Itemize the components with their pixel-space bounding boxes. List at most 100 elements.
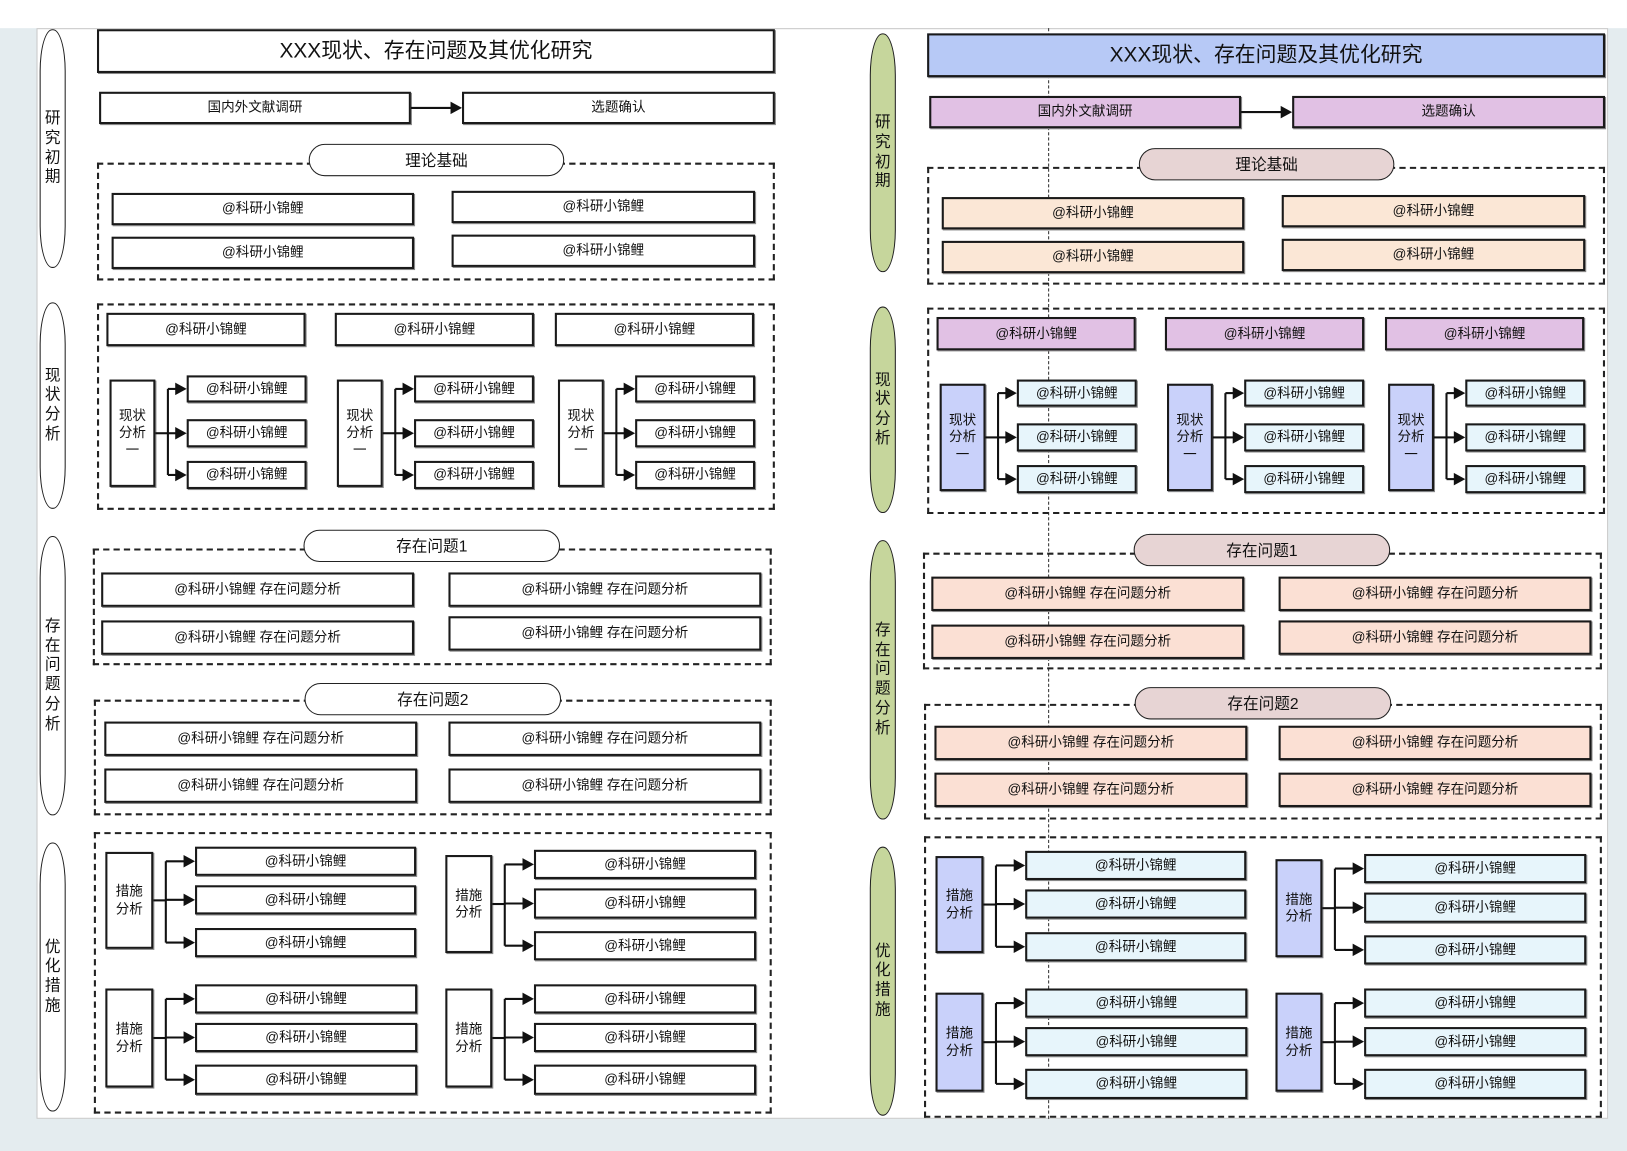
phase-label-0: 研究初期	[39, 29, 66, 268]
measure-item: @科研小锦鲤	[1025, 1068, 1248, 1100]
measure-item: @科研小锦鲤	[195, 885, 417, 915]
problem-item: @科研小锦鲤 存在问题分析	[448, 721, 762, 756]
status-analysis-box: 现状分析一	[557, 379, 604, 487]
theory-pill: 理论基础	[1138, 148, 1395, 181]
literature-survey-box-label: 国内外文献调研	[1037, 103, 1133, 120]
status-item-label: @科研小锦鲤	[1263, 470, 1345, 487]
literature-survey-box-label: 国内外文献调研	[207, 99, 303, 116]
measure-item-label: @科研小锦鲤	[1095, 994, 1178, 1011]
measure-analysis-box: 措施分析	[935, 856, 984, 954]
diagram-title: XXX现状、存在问题及其优化研究	[96, 29, 775, 73]
problem-item-label: @科研小锦鲤 存在问题分析	[1004, 585, 1172, 601]
measure-item: @科研小锦鲤	[1364, 1068, 1587, 1100]
status-item-label: @科研小锦鲤	[654, 424, 736, 441]
phase-label-3: 优化措施	[869, 846, 896, 1116]
problem-item-label: @科研小锦鲤 存在问题分析	[177, 730, 345, 746]
measure-item: @科研小锦鲤	[195, 928, 417, 958]
problem2-pill: 存在问题2	[304, 682, 562, 716]
measure-item: @科研小锦鲤	[1364, 935, 1587, 965]
measure-item-label: @科研小锦鲤	[604, 937, 686, 953]
status-analysis-box-label: 现状分析一	[118, 407, 147, 458]
problem-item: @科研小锦鲤 存在问题分析	[448, 768, 762, 803]
measure-item-label: @科研小锦鲤	[604, 1029, 686, 1045]
status-item: @科研小锦鲤	[414, 460, 534, 490]
measure-item-label: @科研小锦鲤	[1094, 856, 1177, 873]
measure-analysis-box: 措施分析	[935, 992, 984, 1092]
status-item: @科研小锦鲤	[1465, 465, 1586, 494]
measure-analysis-box: 措施分析	[105, 851, 154, 949]
problem-item: @科研小锦鲤 存在问题分析	[104, 721, 418, 756]
theory-item: @科研小锦鲤	[451, 190, 756, 224]
phase-label-3-label: 优化措施	[44, 937, 61, 1015]
problem-item: @科研小锦鲤 存在问题分析	[931, 624, 1245, 659]
status-header-box-label: @科研小锦鲤	[393, 321, 476, 337]
measure-item: @科研小锦鲤	[533, 1064, 757, 1095]
problem1-pill: 存在问题1	[303, 529, 561, 563]
status-header-box-label: @科研小锦鲤	[613, 321, 696, 337]
status-header-box-label: @科研小锦鲤	[1223, 325, 1306, 341]
problem2-pill-label: 存在问题2	[397, 691, 469, 710]
measure-item-label: @科研小锦鲤	[264, 934, 347, 950]
theory-item: @科研小锦鲤	[941, 240, 1245, 274]
status-analysis-box: 现状分析一	[336, 379, 383, 487]
measure-item-label: @科研小锦鲤	[1434, 1075, 1516, 1092]
status-item: @科研小锦鲤	[635, 460, 756, 490]
topic-confirm-box: 选题确认	[462, 91, 775, 125]
measure-item-label: @科研小锦鲤	[1094, 938, 1177, 954]
measure-item: @科研小锦鲤	[533, 1022, 757, 1053]
problem-item-label: @科研小锦鲤 存在问题分析	[1007, 734, 1175, 751]
measure-item: @科研小锦鲤	[1364, 988, 1587, 1018]
problem2-pill-label: 存在问题2	[1227, 695, 1299, 714]
measure-analysis-box-label: 措施分析	[455, 887, 483, 920]
phase-label-3: 优化措施	[39, 842, 66, 1112]
problem-item-label: @科研小锦鲤 存在问题分析	[1351, 629, 1519, 645]
phase-label-0-label: 研究初期	[44, 109, 61, 186]
measure-item-label: @科研小锦鲤	[265, 990, 347, 1007]
status-item: @科研小锦鲤	[635, 419, 756, 448]
theory-item-label: @科研小锦鲤	[562, 198, 645, 215]
problem-item-label: @科研小锦鲤 存在问题分析	[1351, 585, 1519, 601]
problem-item-label: @科研小锦鲤 存在问题分析	[521, 730, 689, 746]
measure-item-label: @科研小锦鲤	[1434, 860, 1516, 876]
status-item: @科研小锦鲤	[1465, 423, 1586, 452]
theory-item-label: @科研小锦鲤	[1052, 248, 1134, 265]
measure-item-label: @科研小锦鲤	[1095, 1033, 1178, 1049]
theory-pill: 理论基础	[308, 143, 565, 177]
phase-label-3-label: 优化措施	[874, 942, 891, 1019]
measures-section	[93, 832, 772, 1114]
measure-item: @科研小锦鲤	[1025, 988, 1248, 1018]
measure-item-label: @科研小锦鲤	[264, 891, 347, 908]
status-item-label: @科研小锦鲤	[205, 424, 288, 441]
status-item-label: @科研小锦鲤	[1484, 384, 1567, 401]
status-header-box-label: @科研小锦鲤	[165, 321, 247, 337]
status-item: @科研小锦鲤	[414, 419, 534, 448]
measure-analysis-box: 措施分析	[1275, 992, 1323, 1092]
measure-analysis-box-label: 措施分析	[945, 1025, 974, 1058]
measure-item-label: @科研小锦鲤	[265, 1071, 347, 1087]
theory-item-label: @科研小锦鲤	[1052, 204, 1134, 221]
problem-item-label: @科研小锦鲤 存在问题分析	[1007, 781, 1175, 798]
measure-analysis-box: 措施分析	[105, 988, 154, 1088]
measure-item: @科研小锦鲤	[195, 1064, 418, 1095]
diagram-title-label: XXX现状、存在问题及其优化研究	[1109, 43, 1423, 67]
diagram-title-label: XXX现状、存在问题及其优化研究	[279, 39, 593, 63]
measure-item: @科研小锦鲤	[1364, 1027, 1587, 1057]
arrow-head-icon	[450, 101, 463, 115]
status-item: @科研小锦鲤	[1016, 379, 1137, 407]
problem1-pill-label: 存在问题1	[1226, 542, 1298, 560]
problem-item-label: @科研小锦鲤 存在问题分析	[1004, 633, 1172, 649]
status-item-label: @科研小锦鲤	[654, 380, 736, 397]
status-header-box-label: @科研小锦鲤	[1443, 325, 1526, 341]
problem-item: @科研小锦鲤 存在问题分析	[448, 616, 762, 651]
status-item: @科研小锦鲤	[186, 419, 307, 448]
status-item: @科研小锦鲤	[1465, 379, 1586, 407]
status-item: @科研小锦鲤	[186, 460, 307, 490]
theory-item: @科研小锦鲤	[451, 234, 756, 267]
status-item: @科研小锦鲤	[414, 375, 534, 403]
measure-analysis-box-label: 措施分析	[115, 1021, 143, 1054]
measure-item: @科研小锦鲤	[533, 888, 757, 919]
measure-item: @科研小锦鲤	[1025, 932, 1247, 962]
theory-item-label: @科研小锦鲤	[562, 242, 645, 258]
